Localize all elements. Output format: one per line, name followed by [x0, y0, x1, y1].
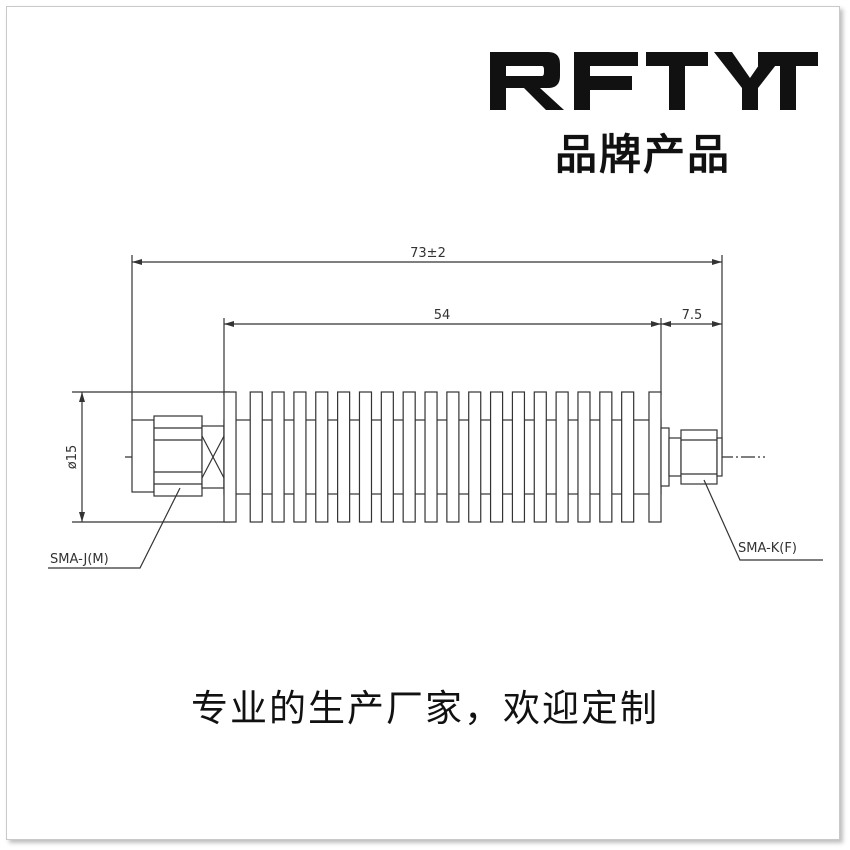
diameter-label: ø15 — [65, 445, 80, 470]
body-length-label: 54 — [434, 308, 451, 323]
heatsink-fin — [380, 391, 394, 523]
heatsink-fin — [223, 391, 237, 523]
heatsink-body — [223, 391, 662, 523]
left-connector-label: SMA-J(M) — [50, 552, 109, 567]
heatsink-fin — [402, 391, 416, 523]
right-connector — [660, 427, 723, 487]
leader-lines — [48, 479, 823, 569]
heatsink-core — [223, 419, 662, 495]
brand-subtitle: 品牌产品 — [555, 130, 732, 179]
heatsink-fin — [511, 391, 526, 523]
heatsink-fin — [621, 391, 635, 523]
heatsink-fin — [315, 391, 329, 523]
slogan: 专业的生产厂家，欢迎定制 — [191, 687, 659, 730]
heatsink-fin — [446, 391, 460, 523]
heatsink-fin — [293, 391, 307, 523]
heatsink-fin — [489, 391, 504, 523]
heatsink-fin — [424, 391, 438, 523]
heatsink-fin — [599, 391, 613, 523]
total-length-label: 73±2 — [410, 246, 446, 261]
heatsink-fin — [468, 391, 482, 523]
brand-logo — [490, 52, 818, 110]
dimension-arrows — [79, 259, 722, 522]
heatsink-fin — [249, 391, 263, 523]
heatsink-fin — [555, 391, 569, 523]
connector-length-label: 7.5 — [682, 308, 703, 323]
heatsink-fin — [648, 391, 662, 523]
left-connector — [131, 415, 225, 497]
heatsink-fin — [271, 391, 285, 523]
heatsink-fin — [577, 391, 591, 523]
heatsink-fin — [337, 391, 351, 523]
heatsink-fin — [358, 391, 373, 523]
heatsink-fin — [533, 391, 547, 523]
right-connector-label: SMA-K(F) — [738, 541, 797, 556]
